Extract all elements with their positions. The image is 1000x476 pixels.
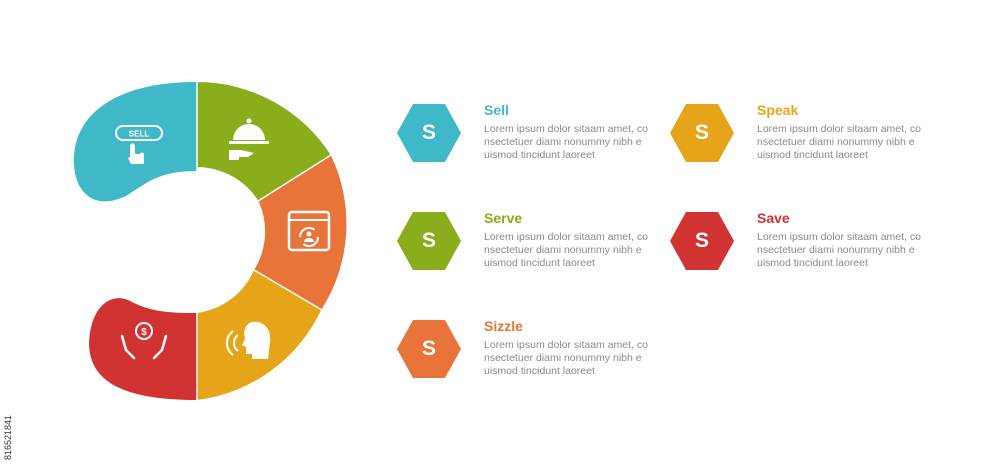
svg-text:SELL: SELL	[129, 130, 150, 139]
stock-id-text: 816521841	[3, 414, 13, 460]
item-description: Lorem ipsum dolor sitaam amet, co nsecte…	[484, 231, 648, 269]
badge-letter: S	[421, 121, 436, 144]
item-title: Speak	[757, 102, 799, 118]
segment-dividers	[196, 82, 332, 400]
item-description: Lorem ipsum dolor sitaam amet, co nsecte…	[757, 123, 921, 161]
segment-save	[89, 298, 197, 400]
badge-letter: S	[694, 229, 709, 252]
stock-id: 816521841	[3, 310, 17, 470]
hexagon-badge	[397, 320, 461, 378]
item-sell: S Sell Lorem ipsum dolor sitaam amet, co…	[397, 102, 657, 184]
hexagon-badge	[670, 212, 734, 270]
hexagon-badge	[670, 104, 734, 162]
item-title: Save	[757, 210, 790, 226]
hexagon-badge	[397, 212, 461, 270]
hexagon-badge	[397, 104, 461, 162]
sell-button-icon: SELL	[115, 125, 163, 164]
item-description: Lorem ipsum dolor sitaam amet, co nsecte…	[484, 339, 648, 377]
badge-letter: S	[421, 337, 436, 360]
item-title: Sizzle	[484, 318, 523, 334]
browser-user-refresh-icon	[287, 210, 331, 252]
item-serve: S Serve Lorem ipsum dolor sitaam amet, c…	[397, 210, 657, 292]
segment-sell	[73, 82, 197, 202]
badge-letter: S	[694, 121, 709, 144]
item-description: Lorem ipsum dolor sitaam amet, co nsecte…	[757, 231, 921, 269]
item-speak: S Speak Lorem ipsum dolor sitaam amet, c…	[670, 102, 930, 184]
serving-cloche-icon	[229, 118, 269, 160]
speaking-head-icon	[226, 321, 271, 359]
hands-coin-icon: $	[120, 322, 168, 360]
item-save: S Save Lorem ipsum dolor sitaam amet, co…	[670, 210, 930, 292]
item-title: Serve	[484, 210, 523, 226]
badge-letter: S	[421, 229, 436, 252]
item-sizzle: S Sizzle Lorem ipsum dolor sitaam amet, …	[397, 318, 657, 400]
item-description: Lorem ipsum dolor sitaam amet, co nsecte…	[484, 123, 648, 161]
svg-text:$: $	[141, 327, 147, 338]
item-title: Sell	[484, 102, 509, 118]
